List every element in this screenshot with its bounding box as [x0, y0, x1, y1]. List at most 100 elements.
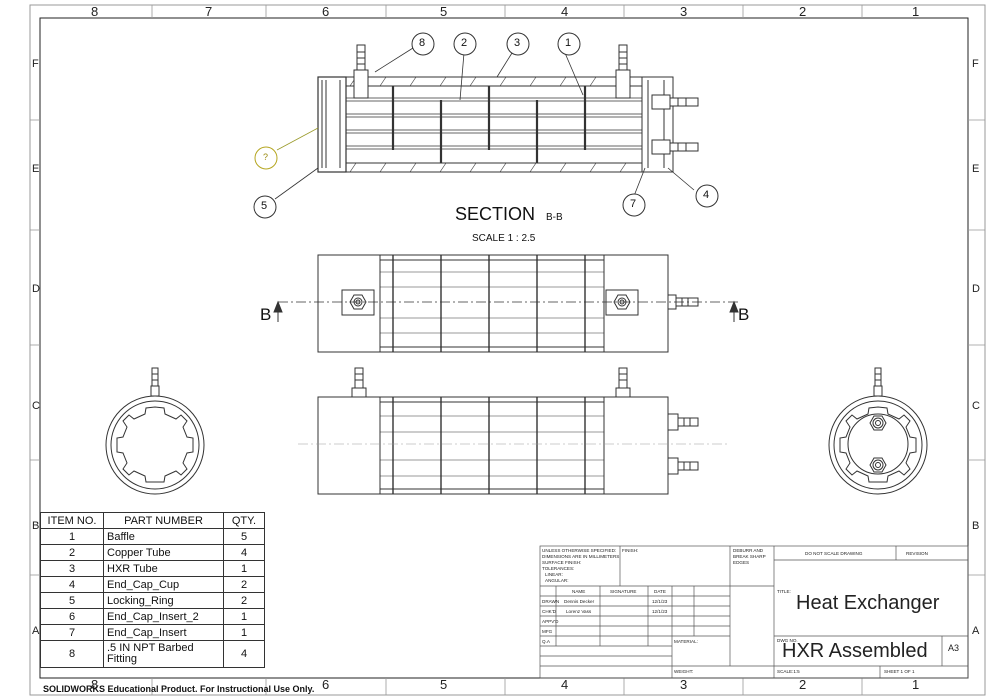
zone-row-d-right: D — [972, 283, 980, 295]
zone-row-b-right: B — [972, 520, 980, 532]
zone-row-e: E — [32, 163, 40, 175]
bom-item: 3 — [40, 560, 104, 577]
balloon-7-label: 7 — [630, 198, 637, 210]
tb-scale: SCALE:1:5 — [777, 669, 800, 674]
bom-header-part: PART NUMBER — [103, 512, 224, 529]
tb-mfg: MFG — [542, 629, 553, 634]
tb-appvd: APPV'D — [542, 619, 559, 624]
tb-linear: LINEAR: — [545, 572, 563, 577]
tb-tol: TOLERANCES: — [542, 566, 575, 571]
balloon-4-label: 4 — [703, 189, 710, 201]
zone-row-a: A — [32, 625, 40, 637]
zone-col-2-bottom: 2 — [799, 677, 807, 692]
tb-col-date: DATE — [654, 589, 666, 594]
bom-part: End_Cap_Insert — [103, 624, 224, 641]
drawing-number: HXR Assembled — [782, 640, 928, 662]
section-subtitle: B-B — [546, 212, 563, 223]
left-end-view — [105, 367, 205, 495]
zone-col-8-bottom: 8 — [91, 677, 99, 692]
balloon-2 — [453, 32, 477, 56]
tb-finish: FINISH: — [622, 548, 639, 553]
tb-sheet: SHEET 1 OF 1 — [884, 669, 915, 674]
zone-col-4: 4 — [561, 4, 569, 19]
zone-row-f: F — [32, 58, 39, 70]
tb-dims: DIMENSIONS ARE IN MILLIMETERS — [542, 554, 620, 559]
tb-col-sig: SIGNATURE — [610, 589, 637, 594]
balloons — [253, 32, 719, 219]
bom-part: Locking_Ring — [103, 592, 224, 609]
inner-border — [39, 17, 969, 679]
drawing-title: Heat Exchanger — [796, 592, 940, 614]
tb-material: MATERIAL: — [674, 639, 698, 644]
bom-qty: 1 — [223, 608, 265, 625]
balloon-1-label: 1 — [565, 37, 572, 49]
tb-break: BREAK SHARP — [733, 554, 766, 559]
zone-col-7: 7 — [205, 4, 213, 19]
zone-row-c-right: C — [972, 400, 980, 412]
bom-qty: 5 — [223, 528, 265, 545]
zone-col-3-bottom: 3 — [680, 677, 688, 692]
zone-col-8: 8 — [91, 4, 99, 19]
balloon-7 — [622, 193, 646, 217]
right-end-view — [828, 367, 928, 495]
bom-qty: 1 — [223, 624, 265, 641]
front-view — [273, 254, 740, 353]
balloon-leaders — [274, 47, 695, 200]
cut-label-left: B — [260, 305, 272, 324]
bom-qty: 1 — [223, 560, 265, 577]
bom-header-item: ITEM NO. — [40, 512, 104, 529]
zone-ticks — [30, 5, 985, 695]
zone-row-c: C — [32, 400, 40, 412]
zone-row-f-right: F — [972, 58, 979, 70]
tb-deburr: DEBURR AND — [733, 548, 764, 553]
bom-qty: 4 — [223, 640, 265, 668]
zone-col-3: 3 — [680, 4, 688, 19]
bom-qty: 2 — [223, 576, 265, 593]
balloon-2-label: 2 — [461, 37, 468, 49]
bom-header-row: ITEM NO. PART NUMBER QTY. — [40, 512, 265, 529]
outer-border — [29, 4, 986, 696]
zone-col-4-bottom: 4 — [561, 677, 569, 692]
balloon-3-label: 3 — [514, 37, 521, 49]
zone-col-5-bottom: 5 — [440, 677, 448, 692]
tb-do-not-scale: DO NOT SCALE DRAWING — [805, 551, 863, 556]
tb-chkd: CHK'D — [542, 609, 556, 614]
zone-col-6-bottom: 6 — [322, 677, 330, 692]
bom-part: Copper Tube — [103, 544, 224, 561]
tb-surface: SURFACE FINISH: — [542, 560, 582, 565]
tb-drawn: DRAWN — [542, 599, 560, 604]
sheet-size: A3 — [948, 643, 960, 653]
balloon-4 — [695, 184, 719, 208]
section-view — [317, 44, 699, 173]
bom-item: 8 — [40, 640, 104, 668]
balloon-5 — [253, 195, 277, 219]
bom-part: HXR Tube — [103, 560, 224, 577]
tb-chkd-date: 12/1/23 — [652, 609, 668, 614]
bom-part: Baffle — [103, 528, 224, 545]
balloon-1 — [557, 32, 581, 56]
bom-item: 1 — [40, 528, 104, 545]
zone-row-a-right: A — [972, 625, 980, 637]
bom-part: End_Cap_Insert_2 — [103, 608, 224, 625]
section-scale: SCALE 1 : 2.5 — [472, 233, 536, 244]
bom-item: 2 — [40, 544, 104, 561]
tb-qa: Q.A — [542, 639, 550, 644]
tb-weight: WEIGHT: — [674, 669, 694, 674]
balloon-unknown-label: ? — [263, 152, 269, 162]
bom-item: 6 — [40, 608, 104, 625]
bom-qty: 2 — [223, 592, 265, 609]
zone-col-5: 5 — [440, 4, 448, 19]
cut-label-right: B — [738, 305, 750, 324]
zone-col-1-bottom: 1 — [912, 677, 920, 692]
tb-drawn-name: Dennis Decker — [564, 599, 595, 604]
zone-col-2: 2 — [799, 4, 807, 19]
title-block — [539, 545, 969, 679]
section-title: SECTION — [455, 204, 536, 224]
